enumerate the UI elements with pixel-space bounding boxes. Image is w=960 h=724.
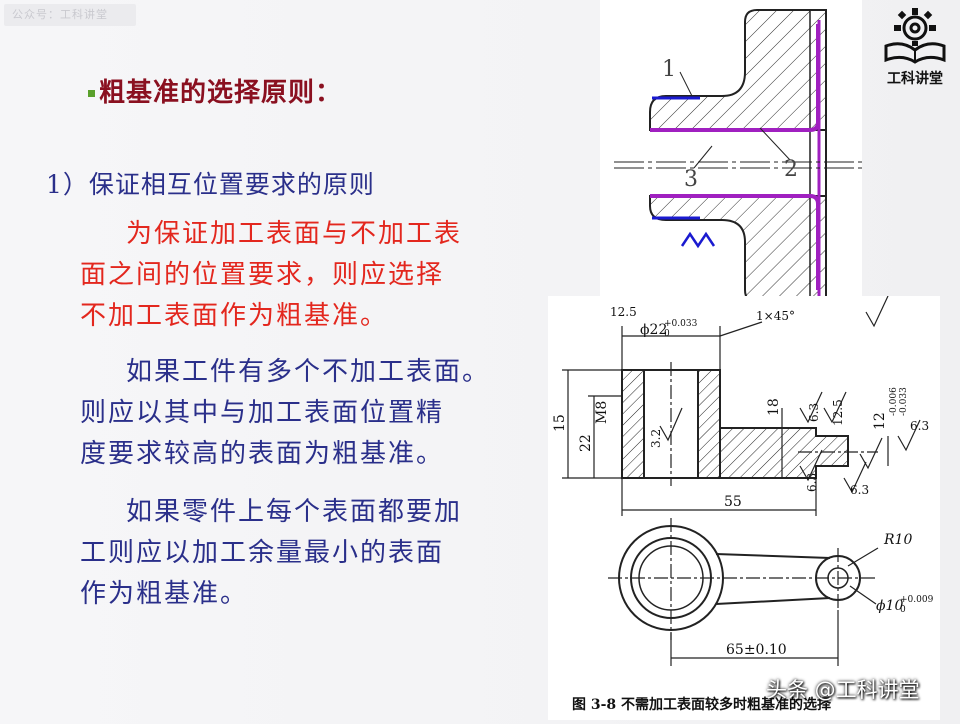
gear-book-icon <box>884 8 946 64</box>
dim-thread: M8 <box>594 401 610 424</box>
dim-h22: 22 <box>578 434 594 452</box>
figure-flange-section: 1 2 3 <box>600 0 862 308</box>
watermark: 公众号：工科讲堂 <box>4 4 136 26</box>
paragraph-line: 如果工件有多个不加工表面。 <box>126 357 491 387</box>
dim-bore-tol-upper: +0.033 <box>664 319 698 329</box>
label-3: 3 <box>684 167 698 192</box>
dim-h15: 15 <box>552 414 568 432</box>
roughness-label: 12.5 <box>610 305 637 319</box>
paragraph-line: 度要求较高的表面为粗基准。 <box>80 439 445 469</box>
paragraph-3: 如果零件上每个表面都要加 工则应以加工余量最小的表面 作为粗基准。 <box>80 492 540 615</box>
roughness-label: 6.3 <box>910 419 929 433</box>
dim-center: 65±0.10 <box>726 642 787 658</box>
label-2: 2 <box>784 157 798 182</box>
dim-hole10-tol-upper: +0.009 <box>900 595 934 605</box>
dim-h18: 18 <box>766 398 782 416</box>
dim-bore-tol-lower: 0 <box>664 329 670 339</box>
paragraph-2: 如果工件有多个不加工表面。 则应以其中与加工表面位置精 度要求较高的表面为粗基准… <box>80 352 540 475</box>
roughness-label: 3.2 <box>649 429 663 448</box>
dim-len55: 55 <box>724 494 742 510</box>
figure-part-drawing: ϕ22 +0.033 0 1×45° M8 15 22 18 12 -0.006… <box>548 295 940 720</box>
title-text: 粗基准的选择原则： <box>99 77 343 108</box>
dim-hole10: ϕ10 <box>876 598 903 614</box>
paragraph-line: 如果零件上每个表面都要加 <box>126 497 463 527</box>
logo: 工科讲堂 <box>872 2 958 90</box>
paragraph-1: 为保证加工表面与不加工表 面之间的位置要求，则应选择 不加工表面作为粗基准。 <box>80 214 540 337</box>
roughness-label: 6.3 <box>805 473 819 492</box>
paragraph-line: 为保证加工表面与不加工表 <box>126 219 463 249</box>
label-1: 1 <box>662 57 676 82</box>
logo-text: 工科讲堂 <box>887 71 943 87</box>
point-heading: 1）保证相互位置要求的原则 <box>46 170 375 199</box>
dim-bore: ϕ22 <box>640 322 667 338</box>
roughness-label: 6.3 <box>807 403 821 422</box>
paragraph-line: 则应以其中与加工表面位置精 <box>80 398 445 428</box>
dim-h12-tol-upper: -0.006 <box>889 387 899 416</box>
paragraph-line: 作为粗基准。 <box>80 579 249 609</box>
figure-caption: 图 3-8 不需加工表面较多时粗基准的选择 <box>572 697 832 713</box>
roughness-label: 12.5 <box>831 399 845 426</box>
paragraph-line: 工则应以加工余量最小的表面 <box>80 538 445 568</box>
roughness-label: 6.3 <box>850 483 869 497</box>
dim-hole10-tol-lower: 0 <box>900 605 906 615</box>
dim-h12-tol-lower: -0.033 <box>899 387 909 416</box>
paragraph-line: 不加工表面作为粗基准。 <box>80 301 389 331</box>
credit-watermark: 头条 @工科讲堂 <box>766 678 920 702</box>
paragraph-line: 面之间的位置要求，则应选择 <box>80 260 445 290</box>
bullet-square <box>88 89 95 97</box>
dim-r10: R10 <box>883 532 912 548</box>
dim-h12: 12 <box>872 412 888 430</box>
slide-title: 粗基准的选择原则： <box>88 70 342 110</box>
dim-chamfer: 1×45° <box>756 309 795 323</box>
